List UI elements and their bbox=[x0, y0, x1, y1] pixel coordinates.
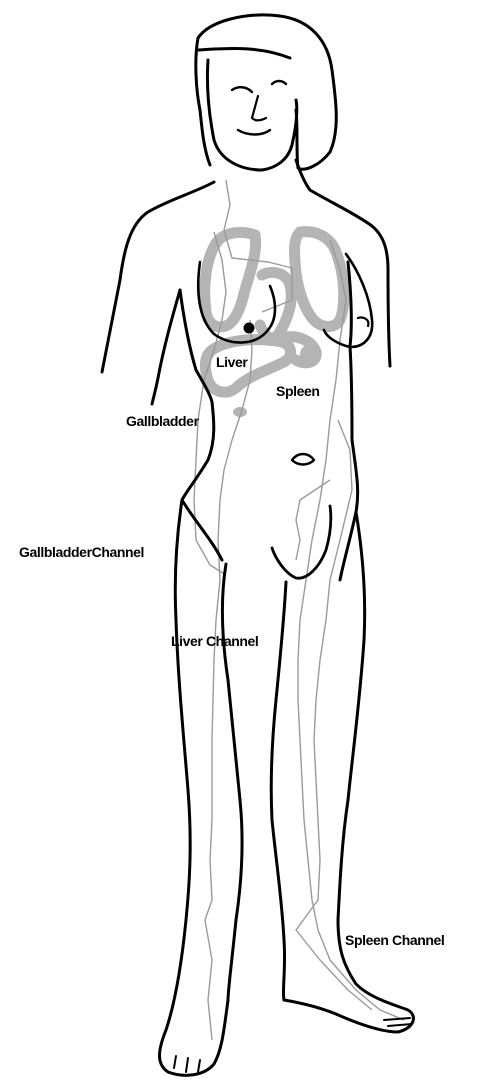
right-eye bbox=[232, 87, 252, 92]
mouth bbox=[238, 130, 270, 135]
waist-left bbox=[340, 346, 358, 580]
right-leg-inner bbox=[222, 564, 242, 1000]
left-toes bbox=[384, 1018, 412, 1026]
right-nipple bbox=[245, 324, 253, 332]
label-gallbladder-channel: GallbladderChannel bbox=[19, 544, 144, 560]
channel-lines bbox=[194, 180, 404, 1040]
left-eye bbox=[272, 81, 286, 84]
hair-parting bbox=[198, 48, 290, 58]
left-nipple bbox=[358, 317, 368, 326]
right-arm-inner bbox=[152, 290, 180, 404]
crotch bbox=[272, 506, 331, 578]
nose bbox=[252, 96, 266, 120]
left-leg-outer bbox=[284, 512, 413, 1032]
navel bbox=[292, 454, 314, 465]
label-liver: Liver bbox=[216, 354, 248, 370]
right-leg-outer bbox=[160, 500, 229, 1075]
spleen-channel-line-2 bbox=[296, 420, 372, 1010]
label-spleen-channel: Spleen Channel bbox=[345, 932, 444, 948]
right-lung bbox=[295, 232, 344, 327]
hip-line bbox=[296, 480, 330, 560]
right-toes bbox=[174, 1056, 200, 1072]
label-liver-channel: Liver Channel bbox=[171, 633, 258, 649]
label-gallbladder: Gallbladder bbox=[126, 413, 200, 429]
neck-right bbox=[296, 160, 310, 190]
label-spleen: Spleen bbox=[276, 383, 320, 399]
left-lung bbox=[205, 232, 256, 326]
left-leg-inner bbox=[271, 582, 286, 1000]
body-outline bbox=[102, 15, 413, 1075]
spleen-organ bbox=[300, 346, 312, 364]
hair bbox=[198, 15, 336, 169]
